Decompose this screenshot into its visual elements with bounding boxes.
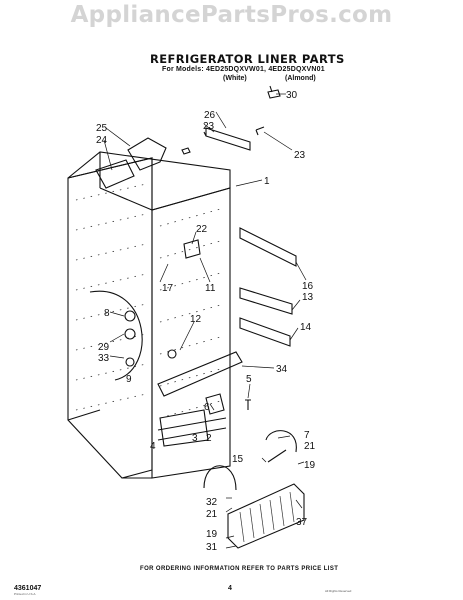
- callout-23a: 23: [203, 121, 215, 132]
- callout-7: 7: [304, 430, 310, 441]
- callout-15: 15: [232, 454, 244, 465]
- callout-30: 30: [286, 90, 298, 101]
- callout-19b: 19: [206, 529, 218, 540]
- part-16-shelf-support: [239, 227, 297, 267]
- part-6-bracket: [205, 393, 225, 415]
- callout-34: 34: [276, 364, 288, 375]
- part-9-knob: [125, 357, 135, 367]
- callout-24: 24: [96, 135, 108, 146]
- callout-31: 31: [206, 542, 218, 553]
- part-29-knob: [124, 328, 136, 340]
- callout-16: 16: [302, 281, 314, 292]
- part-8-knob: [124, 310, 136, 322]
- callout-26: 26: [204, 110, 216, 121]
- callout-21b: 21: [206, 509, 218, 520]
- callout-8: 8: [104, 308, 110, 319]
- page-number: 4: [228, 585, 232, 592]
- part-24-light-socket: [95, 159, 135, 189]
- part-15-heater-wire: [265, 430, 297, 463]
- callout-12: 12: [190, 314, 202, 325]
- callout-4: 4: [150, 441, 156, 452]
- part-12-fastener: [167, 349, 177, 359]
- callout-32: 32: [206, 497, 218, 508]
- callout-22: 22: [196, 224, 208, 235]
- callout-21a: 21: [304, 441, 316, 452]
- print-note-left: Printed in U.S.A.: [14, 592, 37, 596]
- variant-almond-label: (Almond): [285, 75, 316, 82]
- watermark: AppliancePartsPros.com: [70, 2, 393, 28]
- part-30-clip: [267, 85, 281, 99]
- callout-23b: 23: [294, 150, 306, 161]
- part-26-top-rail: [203, 127, 251, 151]
- callout-1: 1: [264, 176, 270, 187]
- part-22-bracket: [183, 239, 201, 259]
- liner-front-face: [151, 187, 231, 479]
- document-part-number: 4361047: [14, 585, 42, 592]
- part-34-crisper-rail: [157, 351, 243, 397]
- part-31-drain-tray: [227, 483, 305, 549]
- liner-side-wall: [67, 157, 153, 479]
- callout-19a: 19: [304, 460, 316, 471]
- model-list: For Models: 4ED25DQXVW01, 4ED25DQXVN01: [162, 66, 325, 73]
- callout-3: 3: [192, 433, 198, 444]
- callout-13: 13: [302, 292, 314, 303]
- part-32-heater-loop: [203, 465, 237, 491]
- variant-white-label: (White): [223, 75, 247, 82]
- callout-9: 9: [126, 374, 132, 385]
- callout-37: 37: [296, 517, 308, 528]
- callout-17: 17: [162, 283, 174, 294]
- callout-5: 5: [246, 374, 252, 385]
- callout-2: 2: [206, 433, 212, 444]
- liner-evaporator-bulge: [89, 290, 143, 381]
- part-5-screw: [245, 399, 251, 410]
- callout-33: 33: [98, 353, 110, 364]
- callout-25: 25: [96, 123, 108, 134]
- part-4-control-housing: [159, 409, 209, 447]
- part-14-shelf-support: [239, 317, 291, 347]
- part-13-shelf-support: [239, 287, 293, 315]
- callout-6: 6: [204, 402, 210, 413]
- page-title: REFRIGERATOR LINER PARTS: [150, 52, 345, 66]
- part-23-screw: [181, 147, 191, 155]
- part-25-light-cover: [127, 137, 167, 171]
- callout-29: 29: [98, 342, 110, 353]
- callout-14: 14: [300, 322, 312, 333]
- print-note-right: All Rights Reserved: [325, 589, 352, 593]
- ordering-note: FOR ORDERING INFORMATION REFER TO PARTS …: [140, 566, 339, 572]
- callout-11: 11: [205, 283, 216, 294]
